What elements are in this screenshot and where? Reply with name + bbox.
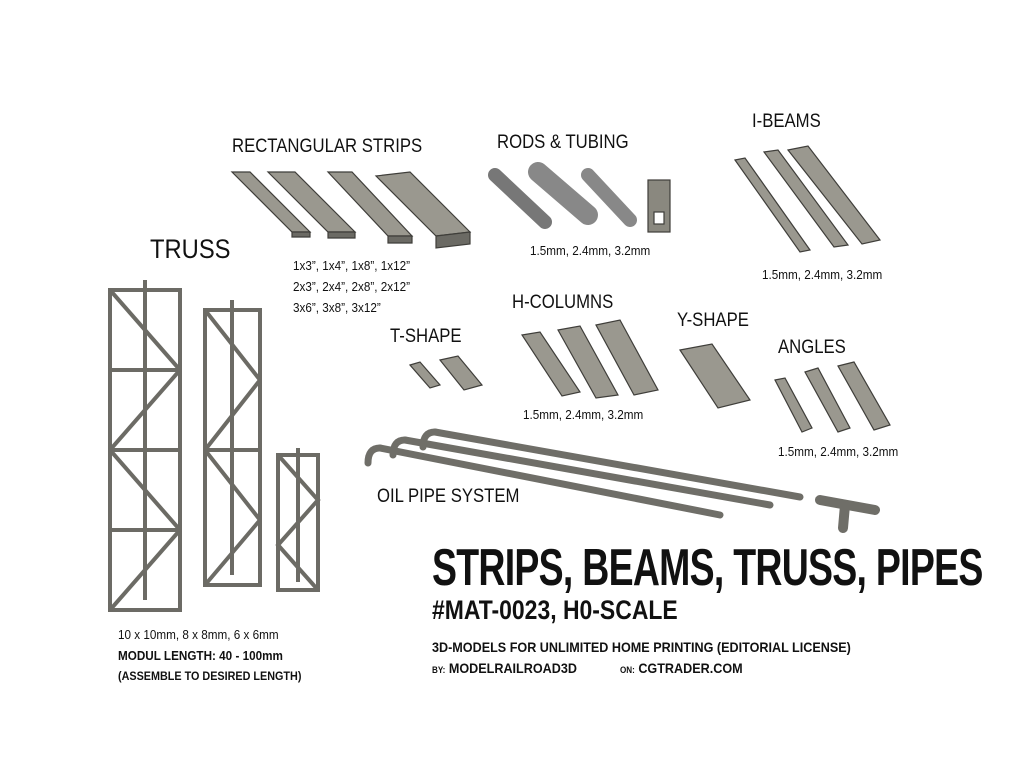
i-beams-image bbox=[733, 145, 882, 253]
y-shape-label: Y-SHAPE bbox=[677, 310, 749, 331]
angles-label: ANGLES bbox=[778, 337, 846, 358]
strip-sizes-row: 3x6”, 3x8”, 3x12” bbox=[293, 300, 381, 315]
rectangular-strips-image bbox=[230, 171, 472, 249]
product-code: #MAT-0023, H0-SCALE bbox=[432, 595, 678, 625]
angles-sizes: 1.5mm, 2.4mm, 3.2mm bbox=[778, 444, 899, 459]
i-beams-sizes: 1.5mm, 2.4mm, 3.2mm bbox=[762, 267, 883, 282]
truss-image bbox=[108, 280, 321, 612]
i-beams-label: I-BEAMS bbox=[752, 111, 821, 132]
license-text: 3D-MODELS FOR UNLIMITED HOME PRINTING (E… bbox=[432, 639, 851, 655]
credits: BY: MODELRAILROAD3D ON: CGTRADER.COM bbox=[432, 660, 743, 676]
truss-note: (ASSEMBLE TO DESIRED LENGTH) bbox=[118, 669, 302, 683]
h-columns-image bbox=[520, 319, 659, 399]
h-columns-label: H-COLUMNS bbox=[512, 292, 614, 313]
truss-info: 10 x 10mm, 8 x 8mm, 6 x 6mm MODUL LENGTH… bbox=[118, 624, 301, 687]
rectangular-strips-label: RECTANGULAR STRIPS bbox=[232, 136, 423, 157]
truss-label: TRUSS bbox=[150, 234, 231, 264]
author: MODELRAILROAD3D bbox=[448, 660, 577, 676]
truss-sizes: 10 x 10mm, 8 x 8mm, 6 x 6mm bbox=[118, 627, 279, 642]
truss-length: MODUL LENGTH: 40 - 100mm bbox=[118, 648, 283, 663]
strip-sizes-row: 2x3”, 2x4”, 2x8”, 2x12” bbox=[293, 279, 411, 294]
by-prefix: BY: bbox=[432, 665, 446, 675]
strip-sizes-row: 1x3”, 1x4”, 1x8”, 1x12” bbox=[293, 258, 411, 273]
on-prefix: ON: bbox=[619, 665, 635, 675]
t-shape-image bbox=[408, 355, 484, 391]
store: CGTRADER.COM bbox=[638, 660, 743, 676]
strip-sizes: 1x3”, 1x4”, 1x8”, 1x12” 2x3”, 2x4”, 2x8”… bbox=[293, 255, 410, 318]
h-columns-sizes: 1.5mm, 2.4mm, 3.2mm bbox=[523, 407, 644, 422]
y-shape-image bbox=[679, 343, 751, 409]
product-title: STRIPS, BEAMS, TRUSS, PIPES bbox=[432, 539, 983, 597]
rods-sizes: 1.5mm, 2.4mm, 3.2mm bbox=[530, 243, 651, 258]
oil-pipe-label: OIL PIPE SYSTEM bbox=[377, 486, 520, 507]
oil-pipe-system-image bbox=[364, 428, 880, 533]
t-shape-label: T-SHAPE bbox=[390, 326, 462, 347]
rods-tubing-image bbox=[488, 162, 671, 233]
angles-image bbox=[774, 361, 891, 433]
rods-tubing-label: RODS & TUBING bbox=[497, 132, 629, 153]
